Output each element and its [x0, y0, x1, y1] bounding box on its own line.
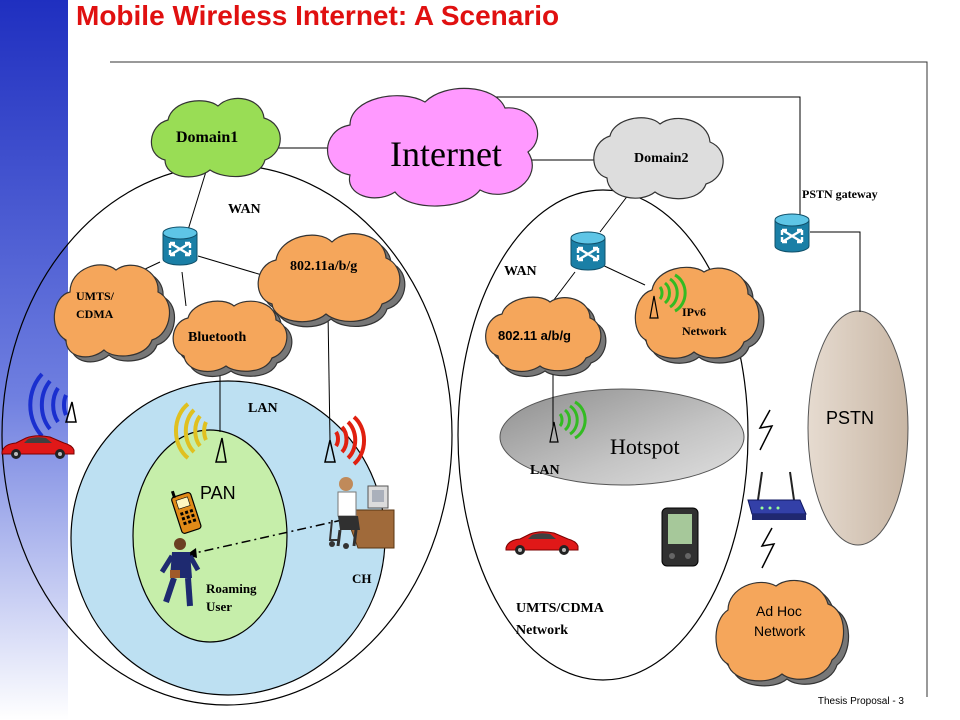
lightning-icon [760, 527, 776, 569]
domain1-label: Domain1 [176, 129, 239, 146]
antenna-green-hotspot-icon [549, 400, 587, 443]
antenna-red-icon [324, 415, 366, 466]
antenna-blue-icon [28, 372, 77, 438]
router-icon-right [569, 230, 607, 272]
wifi-left-cloud [257, 233, 406, 328]
domain2-cloud [593, 117, 724, 200]
frame-line [110, 61, 928, 697]
router-icon-left [161, 225, 199, 267]
workstation-user-icon [328, 477, 395, 549]
roaming-user-label-line2: User [206, 599, 232, 614]
antenna-green-ipv6-icon [649, 273, 687, 319]
ipv6-label-line2: Network [682, 324, 727, 338]
lightning-icon [758, 409, 774, 451]
adhoc-label-line2: Network [754, 623, 806, 639]
umts-network-label-line1: UMTS/CDMA [516, 601, 604, 616]
domain1-cloud [150, 97, 281, 178]
bluetooth-cloud [172, 300, 293, 378]
wireless-router-icon [747, 471, 807, 520]
router-icon-pstn-gateway [773, 212, 811, 254]
ch-label: CH [352, 571, 372, 586]
umts-cdma-cloud [53, 264, 176, 363]
bluetooth-label: Bluetooth [188, 330, 247, 345]
roaming-user-icon [159, 538, 201, 607]
wifi-right-label: 802.11 a/b/g [498, 328, 571, 343]
mobile-phone-icon [170, 490, 202, 534]
adhoc-label-line1: Ad Hoc [756, 603, 802, 619]
lan-right-label: LAN [530, 463, 560, 478]
pan-label: PAN [200, 483, 236, 503]
slide-title: Mobile Wireless Internet: A Scenario [76, 0, 560, 31]
internet-label: Internet [390, 134, 502, 174]
internet-cloud [327, 87, 539, 207]
ipv6-label-line1: IPv6 [682, 305, 706, 319]
roaming-user-label-line1: Roaming [206, 581, 257, 596]
slide-footer: Thesis Proposal - 3 [817, 696, 904, 707]
pstn-label: PSTN [826, 408, 875, 428]
hotspot-label: Hotspot [610, 434, 680, 459]
wifi-right-cloud [485, 296, 607, 378]
wan-right-label: WAN [504, 264, 537, 279]
wifi-left-label: 802.11a/b/g [290, 259, 358, 274]
hotspot-ellipse [499, 388, 745, 486]
right-wan-circle [457, 189, 749, 681]
adhoc-cloud [715, 579, 850, 687]
umts-network-label-line2: Network [516, 623, 569, 638]
ipv6-cloud [634, 266, 765, 364]
antenna-yellow-icon [173, 402, 227, 463]
car-icon-right [505, 531, 579, 556]
pstn-ellipse [807, 310, 909, 546]
pda-icon [661, 507, 699, 567]
pstn-gateway-label: PSTN gateway [802, 187, 878, 201]
umts-cdma-label-line2: CDMA [76, 307, 114, 321]
lan-left-label: LAN [248, 401, 278, 416]
domain2-label: Domain2 [634, 151, 689, 166]
umts-cdma-label-line1: UMTS/ [76, 289, 115, 303]
wan-left-label: WAN [228, 202, 261, 217]
